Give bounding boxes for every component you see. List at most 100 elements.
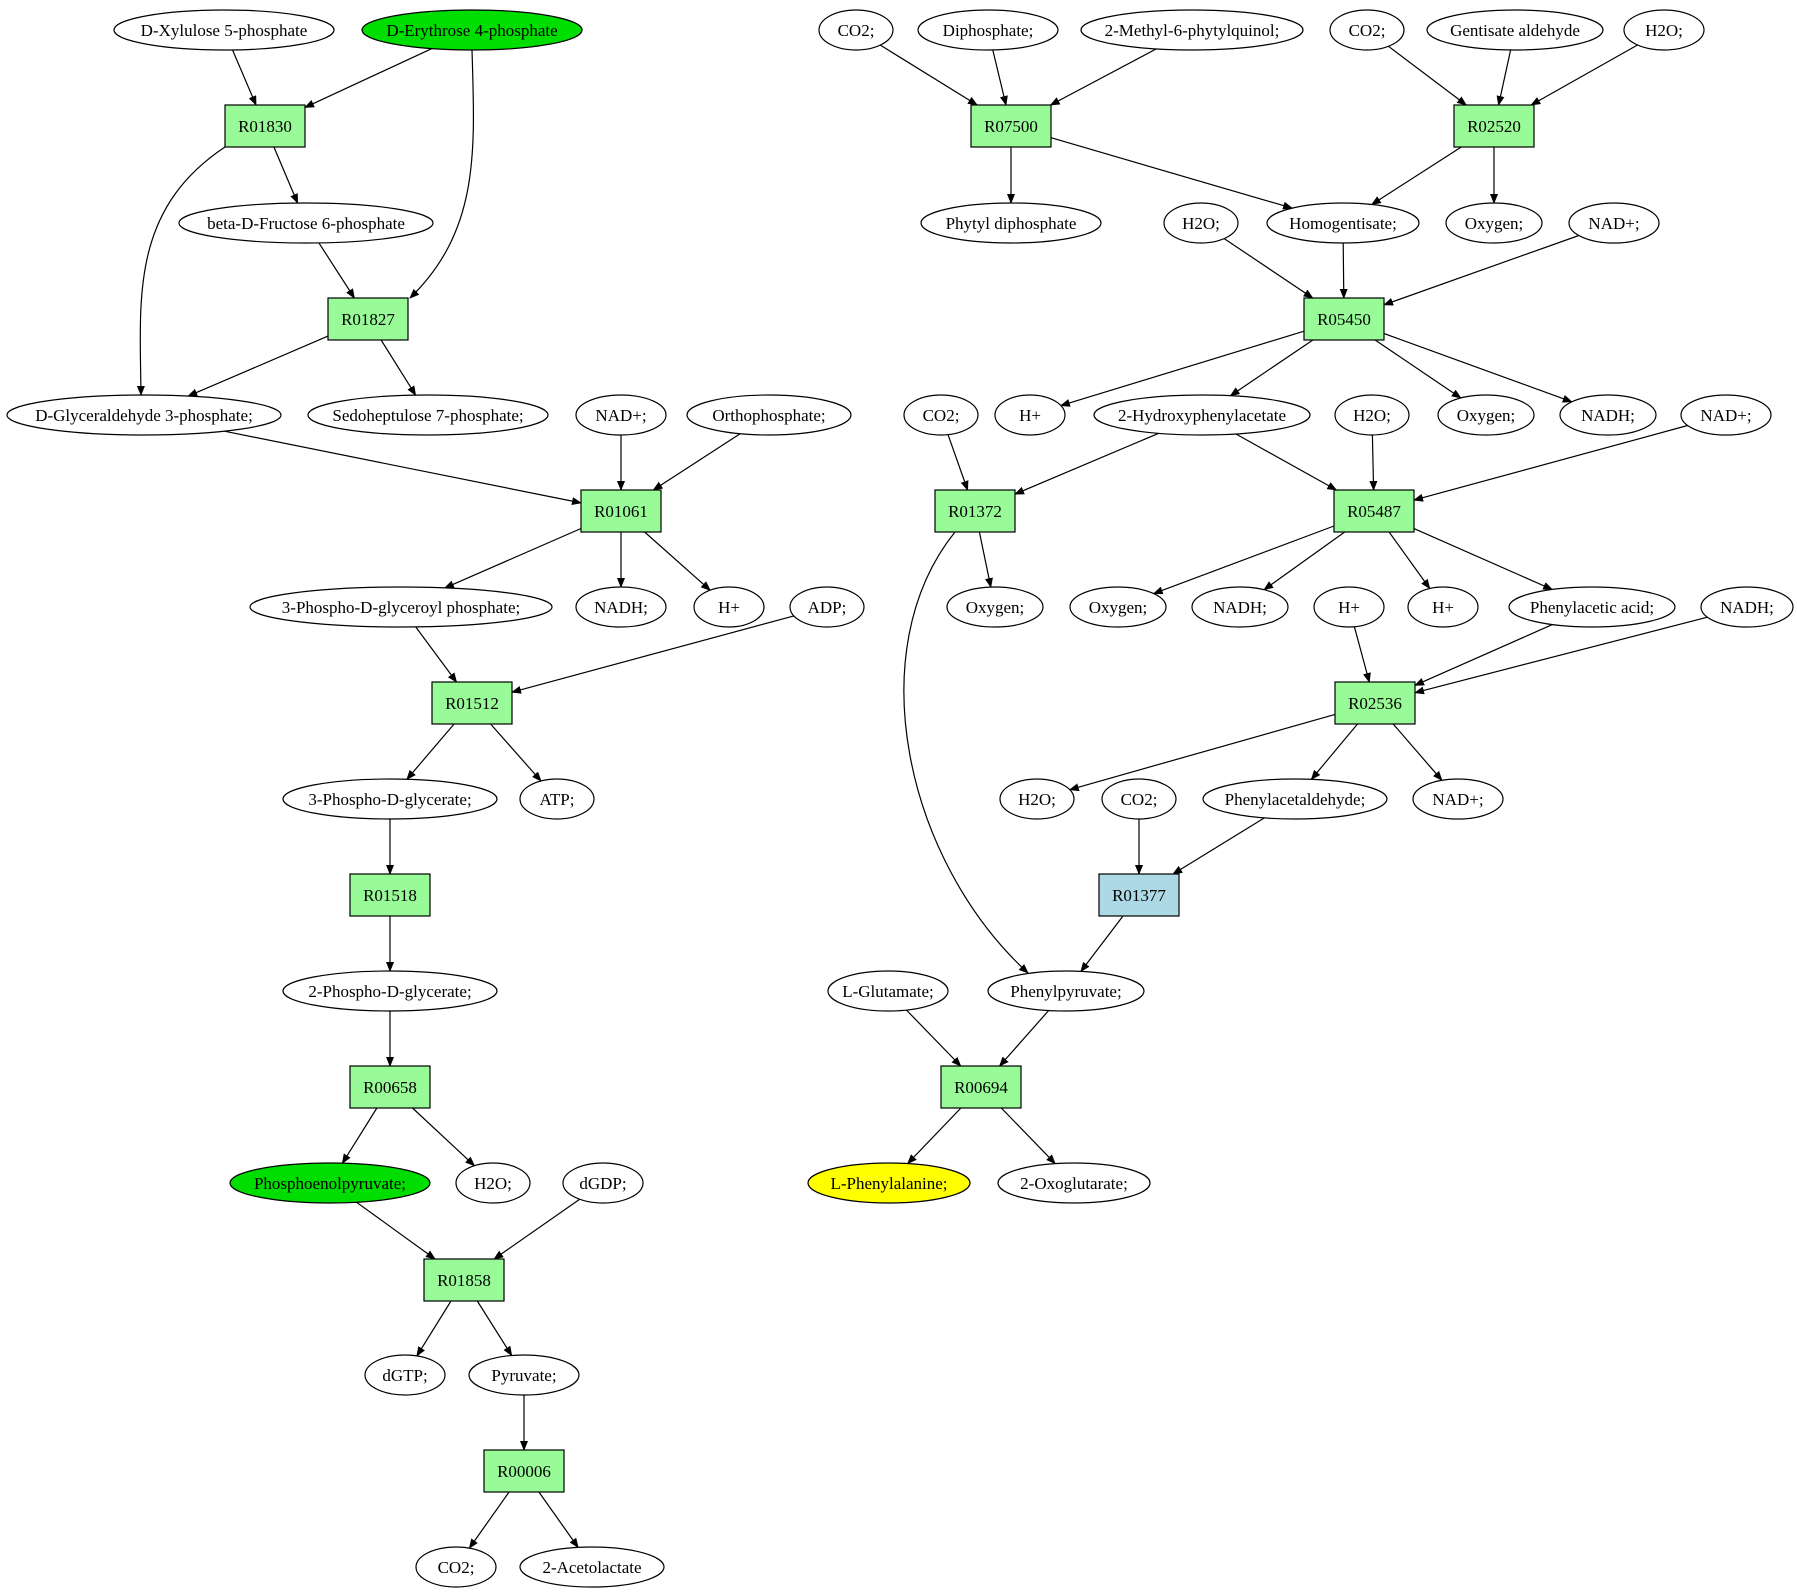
edge-n27-to-n28	[468, 1491, 510, 1549]
compound-node-n9: Orthophosphate;	[686, 394, 852, 436]
edge-n66-to-n68	[905, 1009, 962, 1067]
compound-ellipse	[999, 778, 1075, 820]
node-label: NAD+;	[1588, 214, 1639, 233]
compound-node-n69: L-Phenylalanine;	[807, 1162, 971, 1204]
compound-ellipse	[917, 9, 1059, 51]
compound-ellipse	[6, 394, 282, 436]
reaction-box	[1098, 873, 1180, 917]
edge-n59-to-n60	[1414, 616, 1708, 695]
node-label: Phenylacetaldehyde;	[1225, 790, 1366, 809]
node-label: 2-Phospho-D-glycerate;	[308, 982, 471, 1001]
edge-n43-to-n46	[1229, 339, 1314, 397]
edge-n40-to-n43	[1339, 242, 1348, 299]
compound-node-n40: Homogentisate;	[1266, 202, 1420, 244]
node-label: R01518	[363, 886, 417, 905]
compound-node-n29: 2-Acetolactate	[519, 1546, 665, 1588]
node-label: Orthophosphate;	[712, 406, 825, 425]
edge-n52-to-n58	[1413, 528, 1554, 591]
node-label: D-Xylulose 5-phosphate	[141, 21, 308, 40]
reaction-node-n36: R07500	[970, 104, 1052, 148]
compound-ellipse	[1266, 202, 1420, 244]
node-label: Phosphoenolpyruvate;	[254, 1174, 406, 1193]
reaction-box	[483, 1449, 565, 1493]
compound-node-n7: Sedoheptulose 7-phosphate;	[307, 394, 549, 436]
edge-n46-to-n52	[1235, 433, 1338, 491]
compound-node-n13: H+	[693, 586, 765, 628]
edge-n15-to-n17	[490, 723, 542, 782]
compound-node-n14: ADP;	[789, 586, 865, 628]
edge-n20-to-n22	[412, 1107, 476, 1167]
compound-ellipse	[1093, 394, 1311, 436]
compound-ellipse	[1700, 586, 1794, 628]
compound-node-n56: H+	[1313, 586, 1385, 628]
compound-node-n19: 2-Phospho-D-glycerate;	[282, 970, 498, 1012]
node-label: 3-Phospho-D-glyceroyl phosphate;	[282, 598, 520, 617]
node-label: 2-Methyl-6-phytylquinol;	[1105, 21, 1280, 40]
edge-n68-to-n69	[907, 1107, 962, 1165]
edge-n24-to-n26	[476, 1300, 513, 1357]
reaction-box	[580, 489, 662, 533]
reaction-node-n24: R01858	[423, 1258, 505, 1302]
compound-node-n17: ATP;	[519, 778, 595, 820]
compound-ellipse	[1680, 394, 1772, 436]
compound-ellipse	[1568, 202, 1660, 244]
compound-ellipse	[229, 1162, 431, 1204]
node-label: Oxygen;	[1089, 598, 1148, 617]
compound-ellipse	[1334, 394, 1410, 436]
compound-ellipse	[1437, 394, 1535, 436]
edge-n68-to-n70	[1000, 1107, 1056, 1165]
edge-n31-to-n36	[992, 49, 1008, 106]
compound-node-n32: 2-Methyl-6-phytylquinol;	[1080, 9, 1304, 51]
edge-n10-to-n11	[443, 527, 582, 589]
edge-n2-to-n3	[304, 48, 433, 108]
node-label: beta-D-Fructose 6-phosphate	[207, 214, 405, 233]
node-label: L-Phenylalanine;	[830, 1174, 947, 1193]
node-label: Phytyl diphosphate	[946, 214, 1077, 233]
node-label: R05487	[1347, 502, 1401, 521]
node-label: R01858	[437, 1271, 491, 1290]
node-label: NADH;	[594, 598, 648, 617]
edge-n37-to-n40	[1370, 146, 1462, 206]
edge-n44-to-n51	[947, 434, 969, 491]
node-label: Gentisate aldehyde	[1450, 21, 1580, 40]
compound-ellipse	[249, 586, 553, 628]
node-label: H2O;	[1645, 21, 1683, 40]
edge-n5-to-n6	[187, 335, 329, 397]
compound-node-n46: 2-Hydroxyphenylacetate	[1093, 394, 1311, 436]
compound-ellipse	[789, 586, 865, 628]
node-label: H2O;	[1353, 406, 1391, 425]
node-label: Sedoheptulose 7-phosphate;	[332, 406, 523, 425]
node-label: NADH;	[1213, 598, 1267, 617]
compound-ellipse	[361, 9, 583, 51]
edge-n67-to-n68	[998, 1010, 1050, 1067]
node-label: H2O;	[1182, 214, 1220, 233]
node-label: R01061	[594, 502, 648, 521]
node-label: H2O;	[474, 1174, 512, 1193]
compound-ellipse	[1412, 778, 1504, 820]
compound-node-n23: dGDP;	[562, 1162, 644, 1204]
node-label: D-Glyceraldehyde 3-phosphate;	[35, 406, 253, 425]
edge-n11-to-n15	[415, 626, 458, 683]
node-label: L-Glutamate;	[842, 982, 934, 1001]
edge-n10-to-n13	[644, 531, 711, 591]
compound-ellipse	[1329, 9, 1405, 51]
compound-node-n12: NADH;	[575, 586, 667, 628]
reaction-box	[1453, 104, 1535, 148]
compound-ellipse	[1508, 586, 1676, 628]
edge-n27-to-n29	[538, 1491, 579, 1549]
edge-n43-to-n48	[1374, 339, 1462, 399]
edge-n58-to-n60	[1414, 624, 1553, 686]
compound-node-n63: Phenylacetaldehyde;	[1202, 778, 1388, 820]
compound-node-n28: CO2;	[415, 1546, 497, 1588]
compound-node-n33: CO2;	[1329, 9, 1405, 51]
node-label: CO2;	[838, 21, 875, 40]
compound-ellipse	[997, 1162, 1151, 1204]
compound-ellipse	[575, 586, 667, 628]
compound-node-n67: Phenylpyruvate;	[987, 970, 1145, 1012]
reaction-node-n52: R05487	[1333, 489, 1415, 533]
compound-node-n44: CO2;	[903, 394, 979, 436]
node-label: 2-Oxoglutarate;	[1020, 1174, 1128, 1193]
node-label: Phenylpyruvate;	[1010, 982, 1121, 1001]
edges-layer	[136, 44, 1708, 1549]
compound-node-n4: beta-D-Fructose 6-phosphate	[178, 202, 434, 244]
